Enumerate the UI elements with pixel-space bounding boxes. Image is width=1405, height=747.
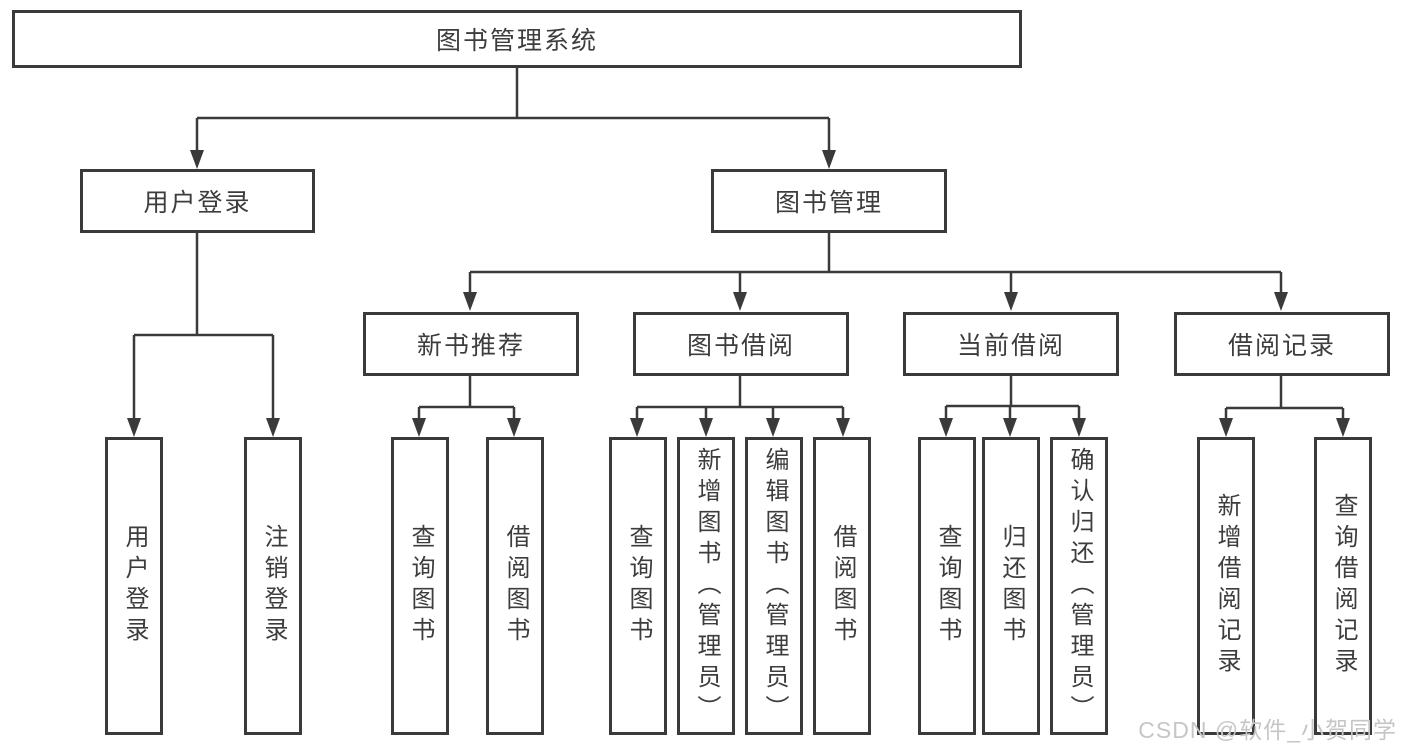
leaf-query-books-newbook: 查询图书 bbox=[391, 437, 449, 735]
leaf-return-books: 归还图书 bbox=[982, 437, 1040, 735]
leaf-label: 查询图书 bbox=[625, 524, 652, 648]
leaf-edit-books-admin: 编辑图书（管理员） bbox=[745, 437, 803, 735]
node-new-book-recommendation: 新书推荐 bbox=[363, 312, 579, 376]
leaf-label: 借阅图书 bbox=[829, 524, 856, 648]
leaf-label: 用户登录 bbox=[121, 524, 148, 648]
leaf-query-books-current: 查询图书 bbox=[918, 437, 976, 735]
leaf-label: 查询图书 bbox=[407, 524, 434, 648]
leaf-label: 注销登录 bbox=[260, 524, 287, 648]
leaf-label: 查询图书 bbox=[934, 524, 961, 648]
leaf-label: 新增借阅记录 bbox=[1213, 493, 1240, 679]
leaf-borrow-books: 借阅图书 bbox=[813, 437, 871, 735]
csdn-watermark: CSDN @软件_小贺同学 bbox=[1138, 717, 1397, 743]
leaf-label: 查询借阅记录 bbox=[1330, 493, 1357, 679]
node-current-borrowing: 当前借阅 bbox=[903, 312, 1119, 376]
leaf-add-books-admin: 新增图书（管理员） bbox=[677, 437, 735, 735]
leaf-logout: 注销登录 bbox=[244, 437, 302, 735]
node-label: 图书管理系统 bbox=[435, 27, 598, 55]
leaf-label: 新增图书（管理员） bbox=[693, 446, 720, 726]
leaf-borrow-books-newbook: 借阅图书 bbox=[486, 437, 544, 735]
node-borrowing-records: 借阅记录 bbox=[1174, 312, 1390, 376]
node-book-borrowing: 图书借阅 bbox=[633, 312, 849, 376]
node-book-management-system: 图书管理系统 bbox=[12, 10, 1022, 68]
node-label: 新书推荐 bbox=[416, 332, 525, 360]
leaf-label: 归还图书 bbox=[998, 524, 1025, 648]
node-label: 用户登录 bbox=[143, 189, 252, 217]
node-book-management: 图书管理 bbox=[711, 169, 947, 233]
node-user-login: 用户登录 bbox=[80, 169, 315, 233]
leaf-query-borrow-record: 查询借阅记录 bbox=[1314, 437, 1372, 735]
leaf-label: 确认归还（管理员） bbox=[1066, 446, 1093, 726]
leaf-label: 编辑图书（管理员） bbox=[761, 446, 788, 726]
node-label: 图书管理 bbox=[774, 189, 883, 217]
leaf-add-borrow-record: 新增借阅记录 bbox=[1197, 437, 1255, 735]
leaf-confirm-return-admin: 确认归还（管理员） bbox=[1050, 437, 1108, 735]
node-label: 当前借阅 bbox=[956, 332, 1065, 360]
node-label: 借阅记录 bbox=[1227, 332, 1336, 360]
leaf-user-login: 用户登录 bbox=[105, 437, 163, 735]
node-label: 图书借阅 bbox=[686, 332, 795, 360]
leaf-label: 借阅图书 bbox=[502, 524, 529, 648]
leaf-query-books-borrow: 查询图书 bbox=[609, 437, 667, 735]
